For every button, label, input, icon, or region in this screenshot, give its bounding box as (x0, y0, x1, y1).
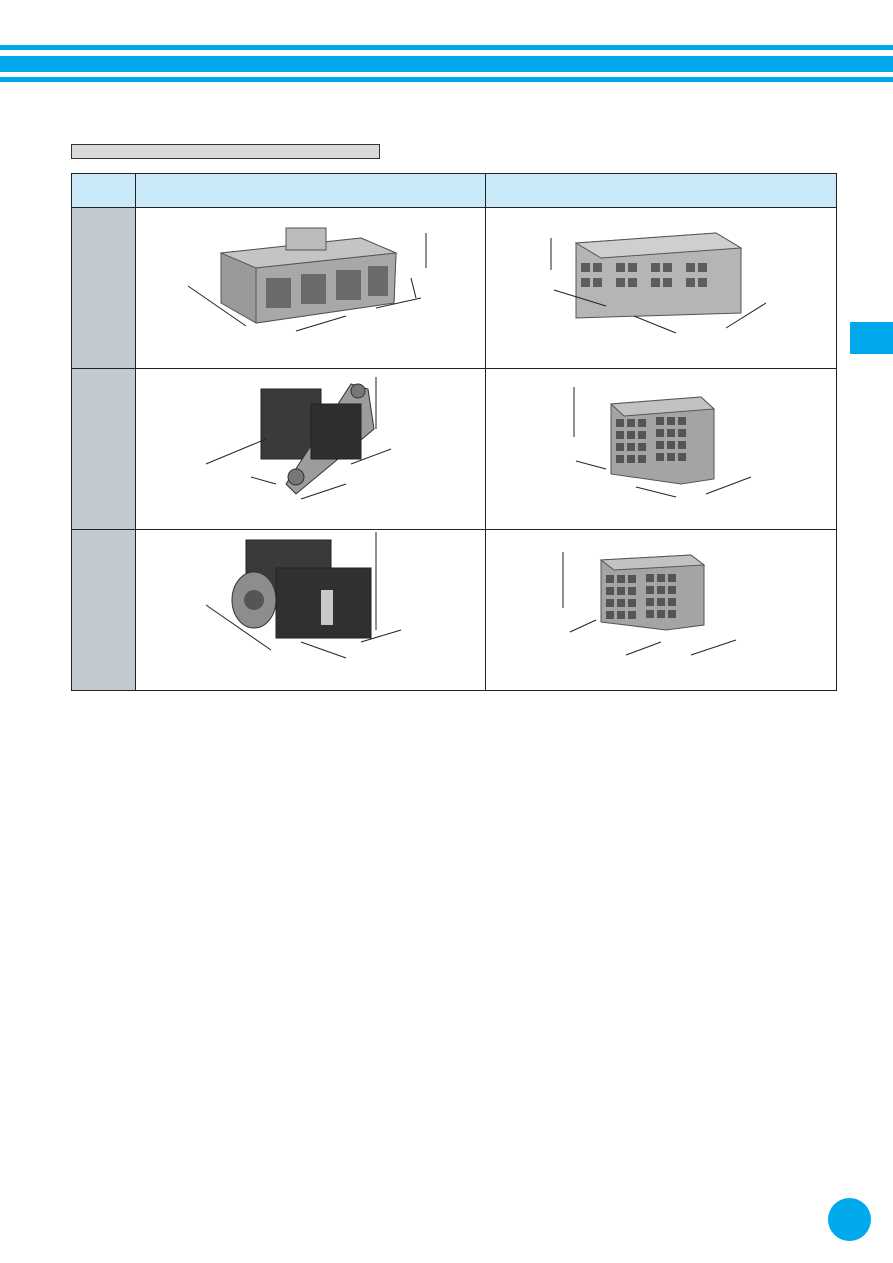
top-band-thin (0, 45, 893, 50)
connector-flange-mount-large-image (205, 532, 402, 659)
top-band-thin-bottom (0, 77, 893, 82)
table-header-cell (486, 174, 836, 208)
table-cell-image (136, 530, 486, 690)
table-cell-image (136, 369, 486, 530)
table-cell-image (486, 208, 836, 369)
connector-block-female-large-image (562, 552, 737, 656)
table-row-label (72, 208, 136, 369)
connector-flange-mount-image (205, 377, 392, 500)
table-cell-image (486, 530, 836, 690)
connector-housing-male-image (187, 227, 427, 332)
section-side-tab[interactable] (850, 322, 893, 354)
product-table (71, 173, 837, 691)
table-row-label (72, 530, 136, 690)
table-header-cell (136, 174, 486, 208)
table-cell-image (486, 369, 836, 530)
table-header-cell (72, 174, 136, 208)
connector-block-female-image (573, 387, 752, 498)
connector-housing-female-image (550, 232, 767, 334)
top-band-thick (0, 56, 893, 72)
table-cell-image (136, 208, 486, 369)
section-label (71, 144, 380, 159)
table-row-label (72, 369, 136, 530)
page-number-badge (828, 1198, 871, 1241)
